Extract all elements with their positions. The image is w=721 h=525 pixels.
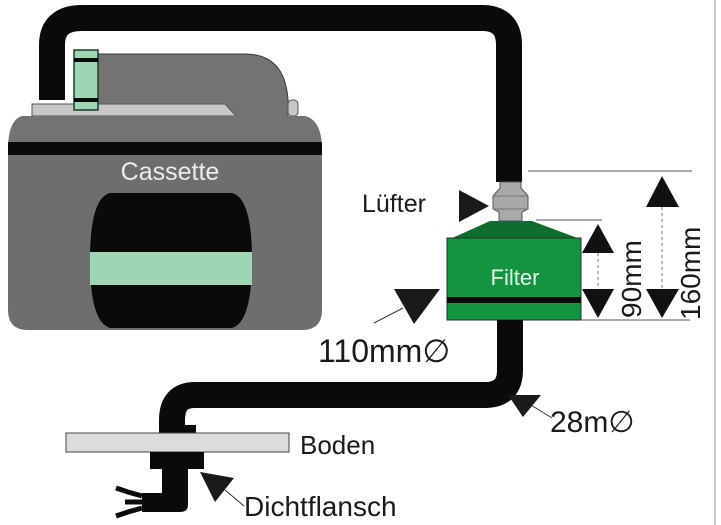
drain-outlet-icon	[115, 485, 143, 519]
lower-pipe	[159, 320, 523, 440]
dim-90-arrow-up	[582, 224, 614, 253]
seal-flange-arrow	[200, 472, 234, 502]
fan-label: Lüfter	[362, 190, 426, 218]
dim-28-arrow	[508, 395, 541, 417]
dim-90-arrow-down	[582, 289, 614, 318]
filter-body	[446, 237, 582, 321]
dim-90-label: 90mm	[616, 240, 647, 318]
dim-160-arrow-up	[646, 176, 679, 207]
dim-160-label: 160mm	[675, 227, 706, 320]
dim-28-leader	[530, 404, 553, 419]
filter-label: Filter	[491, 265, 540, 290]
dim-110-arrow	[394, 289, 440, 324]
upper-pipe	[39, 4, 522, 182]
connector-band-bottom	[74, 98, 98, 102]
filter-stripe	[447, 297, 581, 303]
cassette-knob	[287, 99, 299, 117]
pipe-diameter-large-label: 110mm∅	[318, 333, 450, 369]
cassette-label: Cassette	[121, 158, 220, 186]
cassette-lid	[31, 103, 238, 117]
connector-band-top	[74, 58, 98, 62]
fan-body	[492, 181, 529, 222]
floor-collar-top	[160, 425, 196, 435]
cassette-window-band	[90, 252, 252, 285]
seal-flange-leader	[224, 489, 245, 507]
pipe-diameter-small-label: 28m∅	[550, 406, 635, 439]
floor-label: Boden	[300, 430, 375, 460]
cassette-stripe	[8, 142, 322, 155]
dim-110-leader	[373, 307, 404, 324]
seal-flange	[150, 452, 204, 469]
fan-pointer-arrow	[459, 190, 489, 222]
floor-plate	[65, 432, 290, 453]
drain-elbow	[142, 469, 188, 512]
dim-160-arrow-down	[646, 289, 679, 318]
filter-cap	[450, 221, 580, 239]
seal-flange-label: Dichtflansch	[244, 491, 397, 522]
